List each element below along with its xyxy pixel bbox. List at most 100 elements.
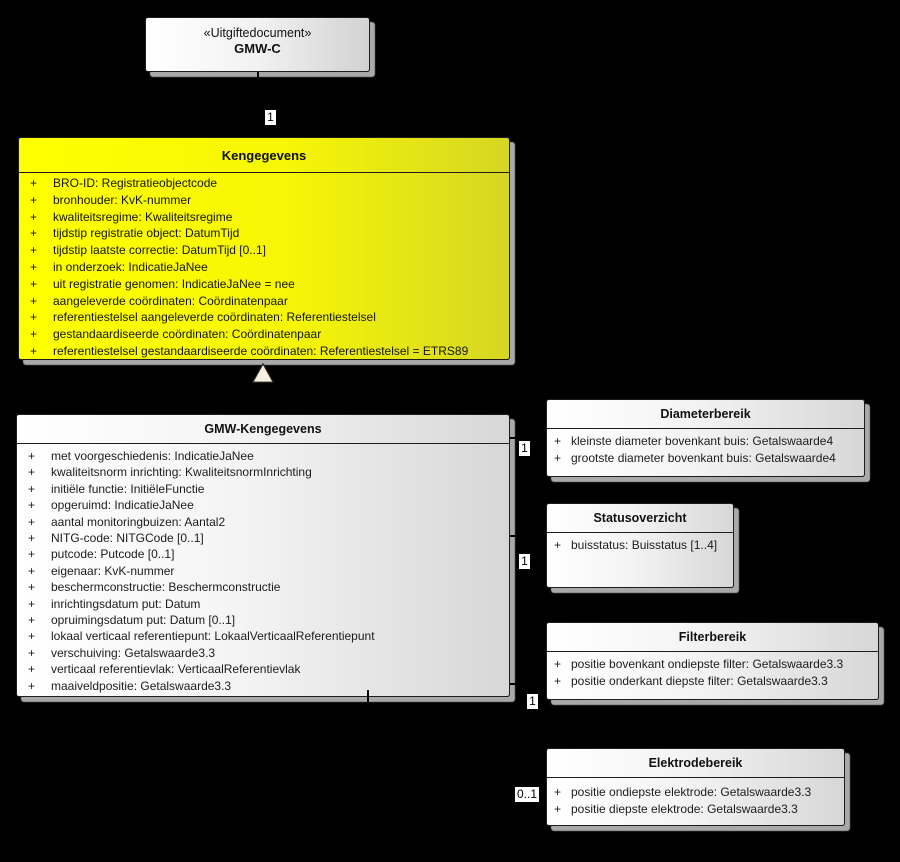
class-box-diameterbereik: Diameterbereik +kleinste diameter bovenk… (546, 399, 865, 477)
visibility-plus: + (30, 343, 38, 358)
class-attribute: + referentiestelsel aangeleverde coördina… (19, 309, 509, 326)
attribute-text: positie diepste elektrode: Getalswaarde3… (571, 802, 798, 816)
visibility-plus: + (30, 176, 38, 190)
visibility-plus: + (28, 481, 36, 496)
class-box-statusoverzicht: Statusoverzicht +buisstatus: Buisstatus … (546, 503, 734, 588)
class-attribute: + opgeruimd: IndicatieJaNee (17, 497, 509, 513)
visibility-plus: + (554, 674, 562, 688)
visibility-plus: + (30, 293, 38, 308)
attribute-text: aantal monitoringbuizen: Aantal2 (51, 514, 226, 529)
class-attribute: + uit registratie genomen: IndicatieJaNee… (19, 276, 509, 293)
visibility-plus: + (554, 434, 562, 448)
attribute-text: verticaal referentievlak: VerticaalRefer… (51, 662, 301, 677)
class-attribute: +eigenaar: KvK-nummer (17, 563, 509, 579)
attribute-text: bronhouder: KvK-nummer (53, 192, 192, 207)
class-box-gmw-c: «Uitgiftedocument» GMW-C (145, 17, 370, 72)
connector-tick (367, 690, 369, 702)
visibility-plus: + (28, 580, 36, 595)
class-attribute: + kwaliteitsregime: Kwaliteitsregime (19, 209, 509, 226)
multiplicity-label-elektrodebereik: 0..1 (515, 787, 540, 802)
class-attribute: +opruimingsdatum put: Datum [0..1] (17, 612, 509, 628)
class-attribute: +maaiveldpositie: Getalswaarde3.3 (17, 678, 509, 694)
attribute-text: met voorgeschiedenis: IndicatieJaNee (51, 449, 254, 463)
class-attribute: + putcode: Putcode [0..1] (17, 546, 509, 562)
multiplicity-label-statusoverzicht: 1 (519, 554, 530, 569)
class-attribute: + met voorgeschiedenis: IndicatieJaNee (17, 448, 509, 464)
attribute-text: referentiestelsel aangeleverde coördinat… (53, 310, 376, 325)
attribute-text: aangeleverde coördinaten: Coördinatenpaa… (53, 293, 288, 308)
class-attribute: +positie diepste elektrode: Getalswaarde… (547, 801, 844, 818)
class-attribute: + grootste diameter bovenkant buis: Getal… (547, 450, 864, 467)
connector-tick (257, 72, 259, 81)
class-attribute: +bronhouder: KvK-nummer (19, 192, 509, 209)
attribute-text: eigenaar: KvK-nummer (51, 563, 175, 578)
class-attribute: + BRO-ID: Registratieobjectcode (19, 175, 509, 192)
class-name-filterbereik: Filterbereik (547, 623, 878, 652)
visibility-plus: + (28, 498, 36, 513)
class-attribute: +aantal monitoringbuizen: Aantal2 (17, 514, 509, 530)
attribute-text: tijdstip registratie object: DatumTijd (53, 226, 240, 241)
visibility-plus: + (28, 547, 36, 562)
class-attribute: +buisstatus: Buisstatus [1..4] (547, 537, 733, 554)
class-name-kengegevens: Kengegevens (19, 138, 509, 173)
class-attribute: + aangeleverde coördinaten: Coördinatenpa… (19, 293, 509, 310)
class-attribute: + lokaal verticaal referentiepunt: Lokaal… (17, 628, 509, 644)
attribute-text: positie onderkant diepste filter: Getals… (571, 674, 828, 688)
visibility-plus: + (28, 465, 36, 480)
class-attribute: +verschuiving: Getalswaarde3.3 (17, 645, 509, 661)
attribute-text: verschuiving: Getalswaarde3.3 (51, 645, 216, 660)
attribute-text: opruimingsdatum put: Datum [0..1] (51, 613, 236, 628)
class-attribute: +kwaliteitsnorm inrichting: Kwaliteitsno… (17, 464, 509, 480)
attribute-compartment: +positie ondiepste elektrode: Getalswaar… (547, 778, 844, 818)
visibility-plus: + (30, 276, 38, 291)
attribute-text: in onderzoek: IndicatieJaNee (53, 259, 208, 274)
attribute-text: beschermconstructie: Beschermconstructie (51, 580, 281, 595)
visibility-plus: + (30, 310, 38, 325)
attribute-text: grootste diameter bovenkant buis: Getals… (571, 451, 836, 465)
class-box-kengegevens: Kengegevens + BRO-ID: Registratieobjectco… (18, 137, 510, 360)
visibility-plus: + (28, 629, 36, 644)
attribute-text: initiële functie: InitiëleFunctie (51, 481, 205, 496)
attribute-text: tijdstip laatste correctie: DatumTijd [0… (53, 243, 266, 258)
class-attribute: + positie onderkant diepste filter: Getal… (547, 673, 878, 690)
visibility-plus: + (30, 259, 38, 274)
class-attribute: + positie bovenkant ondiepste filter: Get… (547, 656, 878, 673)
class-name-gmw-kengegevens: GMW-Kengegevens (17, 415, 509, 444)
visibility-plus: + (28, 531, 36, 546)
visibility-plus: + (30, 243, 38, 258)
attribute-text: BRO-ID: Registratieobjectcode (53, 176, 218, 190)
class-attribute: +gestandaardiseerde coördinaten: Coördin… (19, 326, 509, 343)
attribute-text: gestandaardiseerde coördinaten: Coördina… (53, 327, 322, 342)
attribute-text: positie bovenkant ondiepste filter: Geta… (571, 657, 844, 671)
visibility-plus: + (554, 451, 562, 465)
attribute-text: lokaal verticaal referentiepunt: LokaalV… (51, 629, 375, 644)
class-name-elektrodebereik: Elektrodebereik (547, 749, 844, 778)
visibility-plus: + (554, 657, 562, 671)
attribute-compartment: +kleinste diameter bovenkant buis: Getal… (547, 429, 864, 467)
attribute-text: uit registratie genomen: IndicatieJaNee … (53, 276, 295, 291)
class-attribute: + beschermconstructie: Beschermconstructi… (17, 579, 509, 595)
attribute-text: opgeruimd: IndicatieJaNee (51, 498, 194, 513)
attribute-compartment: + positie bovenkant ondiepste filter: Get… (547, 652, 878, 690)
class-attribute: + in onderzoek: IndicatieJaNee (19, 259, 509, 276)
visibility-plus: + (30, 209, 38, 224)
visibility-plus: + (30, 226, 38, 241)
class-attribute: +verticaal referentievlak: VerticaalRefe… (17, 661, 509, 677)
connector-tick (510, 683, 518, 685)
class-box-filterbereik: Filterbereik + positie bovenkant ondiepst… (546, 622, 879, 700)
visibility-plus: + (28, 449, 36, 463)
class-name-gmw-c: GMW-C (234, 41, 281, 56)
class-attribute: + tijdstip laatste correctie: DatumTijd [… (19, 242, 509, 259)
class-attribute: +positie ondiepste elektrode: Getalswaar… (547, 784, 844, 801)
attribute-compartment: + met voorgeschiedenis: IndicatieJaNee+kw… (17, 444, 509, 694)
attribute-text: kwaliteitsregime: Kwaliteitsregime (53, 209, 233, 224)
visibility-plus: + (554, 785, 562, 799)
attribute-compartment: +BRO-ID: Registratieobjectcode+bronhoude… (19, 173, 509, 360)
visibility-plus: + (28, 678, 36, 693)
attribute-text: putcode: Putcode [0..1] (51, 547, 175, 562)
class-attribute: + tijdstip registratie object: DatumTijd (19, 225, 509, 242)
class-attribute: + initiële functie: InitiëleFunctie (17, 481, 509, 497)
multiplicity-label-diameterbereik: 1 (519, 441, 530, 456)
attribute-text: buisstatus: Buisstatus [1..4] (571, 538, 718, 552)
